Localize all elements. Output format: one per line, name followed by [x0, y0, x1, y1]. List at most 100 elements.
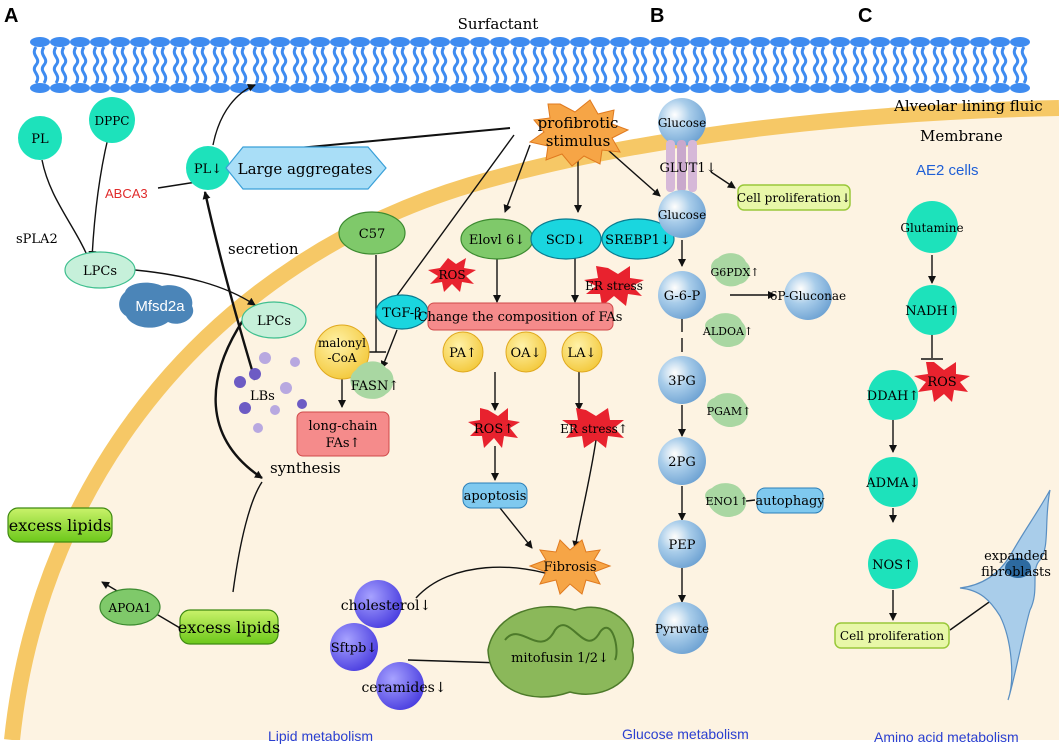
aldoa-label: ALDOA↑: [702, 325, 753, 338]
pa-node: [442, 331, 484, 373]
amino-ros-label: ROS: [927, 375, 956, 390]
g6pdx-enzyme: [711, 253, 751, 287]
fibroblast-cell: [959, 489, 1051, 701]
adma-label: ADMA↓: [865, 476, 919, 491]
expanded-fibroblasts-label-2: fibroblasts: [981, 565, 1051, 580]
amino-ros-burst: [914, 362, 970, 402]
mitofusin-label: mitofusin 1/2↓: [511, 651, 609, 666]
excess-lipids-top-box: [7, 507, 113, 543]
pg3-ball: [658, 356, 706, 404]
alveolar-lining-label: Alveolar lining fluic: [893, 97, 1043, 115]
apoa1-node: [99, 588, 161, 626]
eno1-label: ENO1↑: [706, 495, 749, 508]
cholesterol-ball: [354, 580, 402, 628]
sftpb-label: Sftpb↓: [331, 641, 377, 656]
aldoa-enzyme: [705, 313, 747, 348]
pep-ball: [658, 520, 706, 568]
pyruvate-label: Pyruvate: [655, 622, 709, 636]
ceramides-label: ceramides↓: [361, 680, 446, 696]
pgam-label: PGAM↑: [707, 405, 752, 418]
glucose-top-ball: [658, 98, 706, 146]
glutamine-node: [906, 201, 958, 253]
lipid-metabolism-label: Lipid metabolism: [268, 728, 373, 744]
ceramides-ball: [376, 662, 424, 710]
lpcs-outer-label: LPCs: [83, 264, 117, 279]
pg3-label: 3PG: [668, 374, 695, 389]
la-label: LA↓: [568, 346, 597, 361]
pl-node: [18, 116, 62, 160]
pg2-ball: [658, 437, 706, 485]
apoa1-label: APOA1: [108, 601, 152, 615]
ros-small-burst: [428, 258, 476, 292]
pyruvate-ball: [656, 602, 708, 654]
cell-proliferation-label: Cell proliferation: [840, 629, 944, 643]
nos-node: [868, 539, 918, 589]
membrane-label: Membrane: [920, 127, 1003, 145]
elovl6-label: Elovl 6↓: [469, 233, 525, 248]
pa-label: PA↑: [449, 346, 477, 361]
pgam-enzyme: [707, 393, 749, 428]
surfactant-label: Surfactant: [458, 15, 539, 33]
autophagy-label: autophagy: [755, 494, 825, 509]
malonyl-coa-node: [314, 324, 370, 380]
glutamine-label: Glutamine: [900, 221, 963, 235]
curved-fibrosis-link: [232, 481, 263, 593]
pl-down-label: PL↓: [194, 162, 222, 177]
large-aggregates-hexagon: [225, 146, 387, 190]
glut1-label: GLUT1↓: [659, 161, 716, 176]
apoptosis-label: apoptosis: [464, 489, 527, 504]
pl-down-node: [186, 146, 230, 190]
autophagy-box: [756, 487, 824, 514]
gluconae-ball: [784, 272, 832, 320]
adma-node: [868, 457, 918, 507]
fibrosis-burst: [528, 539, 612, 595]
spla2-label: sPLA2: [16, 232, 58, 247]
excess-lipids-top-label: excess lipids: [9, 516, 111, 535]
gluconae-label: 6P-Gluconae: [770, 289, 846, 303]
expanded-fibroblasts-label-1: expanded: [984, 549, 1048, 564]
scd-label: SCD↓: [546, 233, 586, 248]
glucose-metabolism-label: Glucose metabolism: [622, 726, 749, 742]
ros-up-burst: [468, 408, 520, 448]
abca3-label: ABCA3: [105, 186, 148, 201]
ros-up-label: ROS↑: [474, 422, 514, 437]
mitochondrion: [487, 605, 635, 698]
dppc-node: [89, 97, 135, 143]
cell-cytoplasm: [12, 108, 1059, 740]
synthesis-label: synthesis: [270, 459, 341, 477]
oa-label: OA↓: [511, 346, 542, 361]
ddah-label: DDAH↑: [867, 389, 919, 404]
lpcs-inner-label: LPCs: [257, 314, 291, 329]
nadh-node: [907, 285, 957, 335]
cholesterol-label: cholesterol↓: [341, 598, 431, 614]
lpcs-inner-node: [241, 301, 307, 339]
malonyl-label-1: malonyl: [318, 336, 366, 350]
g6p-label: G-6-P: [664, 289, 701, 304]
eno1-enzyme: [705, 483, 747, 518]
pl-label: PL: [31, 132, 49, 147]
g6pdx-label: G6PDX↑: [710, 266, 759, 279]
sftpb-ball: [330, 623, 378, 671]
secretion-label: secretion: [228, 240, 299, 258]
large-aggregates-label: Large aggregates: [238, 160, 373, 178]
dppc-label: DPPC: [95, 114, 130, 128]
apoptosis-box: [462, 482, 528, 509]
glucose-top-label: Glucose: [658, 116, 706, 130]
long-chain-label-1: long-chain: [308, 419, 378, 434]
mfsd2a-label: Mfsd2a: [135, 298, 185, 315]
c57-node: [338, 211, 406, 255]
profibrotic-label-1: profibrotic: [538, 114, 619, 132]
long-chain-label-2: FAs↑: [326, 436, 361, 451]
fibrosis-label: Fibrosis: [543, 560, 596, 575]
oa-node: [505, 331, 547, 373]
pg2-label: 2PG: [668, 455, 695, 470]
cell-proliferation-down-box: [737, 184, 851, 211]
ros-small-label: ROS: [438, 268, 465, 282]
glut1-channel: [666, 140, 697, 192]
lpcs-outer-node: [64, 251, 136, 289]
long-chain-fas-box: [296, 411, 390, 457]
glucose-inner-ball: [658, 190, 706, 238]
surfactant-bilayer: [30, 36, 1030, 94]
